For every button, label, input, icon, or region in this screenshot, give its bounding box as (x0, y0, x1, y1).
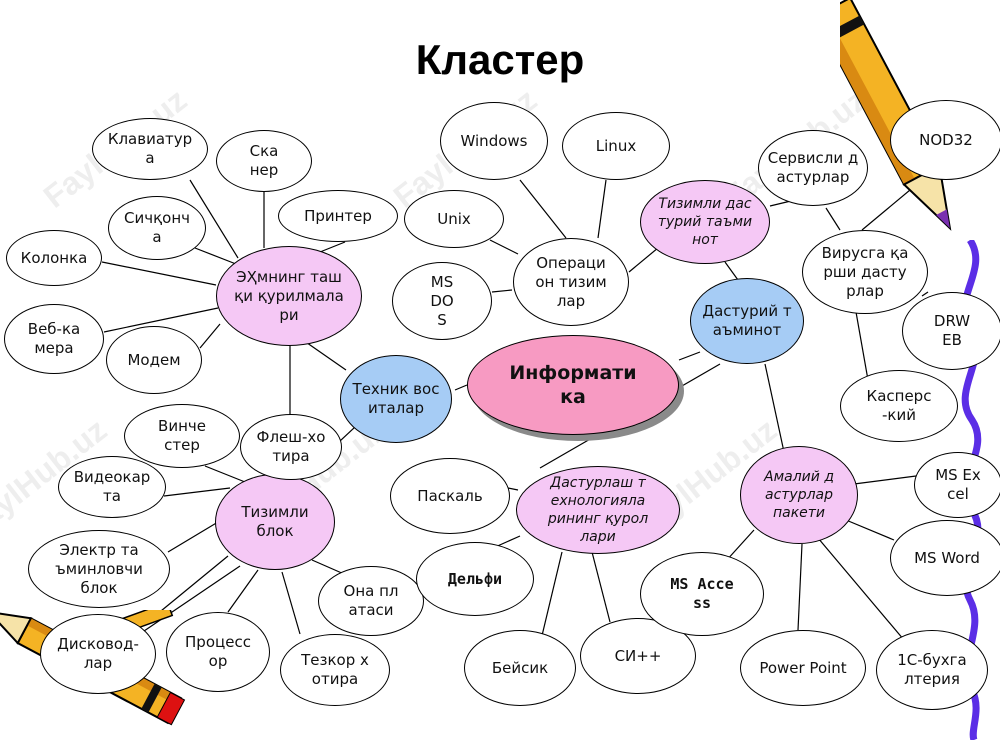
applied-software-node: Амалий дастурлар пакети (740, 446, 858, 544)
motherboard-node: Она платаси (318, 566, 424, 636)
onec-node: 1С-бухгалтерия (876, 630, 988, 710)
windows-node: Windows (440, 102, 548, 180)
basic-node: Бейсик (464, 630, 576, 706)
connector-line (845, 519, 895, 541)
pascal-node: Паскаль (390, 458, 510, 534)
connector-line (855, 311, 869, 381)
center-node: Информатика (467, 335, 679, 435)
connector-line (199, 323, 221, 349)
ram-node: Тезкор хотира (280, 634, 390, 706)
keyboard-node: Клавиатура (92, 118, 208, 180)
connector-line (678, 351, 701, 361)
connector-line (491, 289, 513, 293)
drive-node: Дисковод-лар (40, 614, 156, 694)
connector-line (489, 239, 519, 255)
connector-line (101, 261, 217, 286)
speaker-node: Колонка (6, 230, 102, 286)
connector-line (103, 307, 219, 333)
scanner-node: Сканер (216, 130, 312, 192)
connector-line (227, 569, 259, 613)
linux-node: Linux (562, 112, 670, 180)
modem-node: Модем (106, 326, 202, 394)
excel-node: MS Excel (914, 452, 1000, 518)
connector-line (204, 465, 246, 483)
external-devices-node: ЭҲмнинг ташқи қурилмалари (216, 246, 362, 346)
technical-node: Техник воситалар (340, 355, 452, 443)
connector-line (189, 179, 239, 259)
antivirus-node: Вирусга қарши дастурлар (802, 230, 928, 314)
connector-line (591, 551, 611, 623)
delphi-node: Дельфи (416, 542, 534, 616)
connector-line (319, 241, 346, 253)
system-unit-node: Тизимли блок (215, 474, 335, 570)
operating-systems-node: Операцион тизимлар (513, 238, 629, 326)
system-software-node: Тизимли дастурий таъминот (640, 180, 770, 264)
mouse-node: Сичқонча (108, 196, 206, 260)
drweb-node: DRWEB (902, 292, 1000, 370)
connector-line (519, 179, 567, 239)
connector-line (764, 363, 785, 453)
connector-line (797, 543, 803, 631)
connector-line (539, 551, 563, 645)
unix-node: Unix (404, 190, 504, 248)
hdd-node: Винчестер (124, 404, 240, 468)
connector-line (853, 475, 917, 485)
connector-line (724, 261, 739, 281)
kaspersky-node: Касперс-кий (840, 370, 958, 442)
connector-line (597, 179, 607, 239)
connector-line (281, 571, 301, 635)
software-node: Дастурий таъминот (690, 278, 804, 364)
connector-line (921, 291, 929, 297)
flash-node: Флеш-хотира (240, 414, 342, 480)
connector-line (825, 207, 841, 231)
connector-line (167, 521, 219, 553)
videocard-node: Видеокарта (58, 456, 166, 518)
word-node: MS Word (890, 520, 1000, 596)
access-node: MS Access (640, 552, 764, 636)
connector-line (817, 537, 905, 641)
page-title: Кластер (415, 36, 585, 83)
connector-line (454, 384, 468, 391)
service-software-node: Сервисли дастурлар (758, 130, 868, 206)
webcam-node: Веб-камера (4, 304, 104, 374)
connector-line (194, 247, 237, 265)
programming-node: Дастурлаш технологияларининг қуроллари (516, 466, 680, 554)
printer-node: Принтер (278, 190, 398, 242)
nod32-node: NOD32 (890, 100, 1000, 180)
msdos-node: MS DOS (392, 262, 492, 340)
connector-line (163, 487, 231, 497)
connector-line (507, 487, 519, 491)
powerpoint-node: Power Point (740, 630, 866, 706)
psu-node: Электр таъминловчи блок (28, 530, 170, 608)
connector-line (311, 559, 345, 575)
cpu-node: Процессор (166, 612, 270, 692)
